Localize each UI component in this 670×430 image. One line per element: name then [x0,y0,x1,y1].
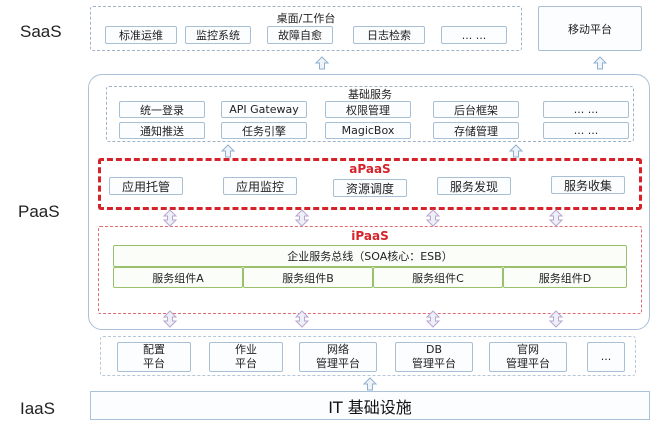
platform-box: 配置 平台 [117,342,191,372]
service-component: 服务组件A [113,267,243,288]
platform-box: 官网 管理平台 [489,342,567,372]
basic-service-item: API Gateway [221,101,307,118]
up-arrow-icon [315,56,329,70]
platform-label: DB [425,343,443,356]
platforms-group: 配置 平台 作业 平台 网络 管理平台 DB 管理平台 官网 管理平台 ... [100,336,636,376]
basic-service-item: 后台框架 [433,101,519,118]
basic-service-item: ... ... [543,101,629,118]
basic-services-group: 基础服务 统一登录 API Gateway 权限管理 后台框架 ... ... … [106,86,634,142]
apaas-item: 资源调度 [333,179,407,197]
ipaas-group: iPaaS 企业服务总线（SOA核心：ESB） 服务组件A 服务组件B 服务组件… [98,226,642,314]
double-arrow-icon [163,209,177,227]
apaas-title: aPaaS [349,162,391,176]
apaas-item: 服务发现 [437,177,511,195]
desktop-item: 标准运维 [105,26,177,44]
platform-box: DB 管理平台 [395,342,473,372]
double-arrow-icon [295,310,309,328]
service-component: 服务组件D [503,267,627,288]
desktop-item: 日志检索 [353,26,425,44]
apaas-group: aPaaS 应用托管 应用监控 资源调度 服务发现 服务收集 [98,158,642,210]
desktop-item: 故障自愈 [267,26,333,44]
double-arrow-icon [163,310,177,328]
layer-label-iaas: IaaS [20,399,55,418]
platform-label: 平台 [235,357,257,370]
double-arrow-icon [549,209,563,227]
double-arrow-icon [295,209,309,227]
platform-label: 管理平台 [412,357,456,370]
layer-label-paas: PaaS [18,202,60,221]
platform-label: 配置 [143,343,165,356]
ipaas-title: iPaaS [351,229,389,243]
apaas-item: 应用托管 [109,177,183,195]
paas-container [88,74,650,330]
basic-service-item: MagicBox [325,122,411,139]
desktop-item: ... ... [441,26,507,44]
basic-service-item: 统一登录 [119,101,205,118]
double-arrow-icon [426,310,440,328]
apaas-item: 应用监控 [223,177,297,195]
double-arrow-icon [426,209,440,227]
platform-label: 管理平台 [316,357,360,370]
platform-label: ... [600,350,612,363]
apaas-item: 服务收集 [551,176,625,194]
layer-label-saas: SaaS [20,22,62,41]
platform-label: 平台 [143,357,165,370]
platform-label: 网络 [327,343,349,356]
up-arrow-icon [221,144,235,158]
basic-service-item: 任务引擎 [221,122,307,139]
platform-box: ... [587,342,625,372]
service-component: 服务组件B [243,267,373,288]
desktop-item: 监控系统 [185,26,251,44]
basic-services-title: 基础服务 [348,88,392,101]
desktop-workbench-title: 桌面/工作台 [276,12,336,25]
platform-box: 网络 管理平台 [299,342,377,372]
up-arrow-icon [363,377,377,391]
up-arrow-icon [509,144,523,158]
esb-bus: 企业服务总线（SOA核心：ESB） [113,245,627,267]
up-arrow-icon [593,56,607,70]
basic-service-item: 通知推送 [119,122,205,139]
double-arrow-icon [549,310,563,328]
platform-box: 作业 平台 [209,342,283,372]
platform-label: 管理平台 [506,357,550,370]
it-infrastructure-bar: IT 基础设施 [90,391,650,420]
basic-service-item: 存储管理 [433,122,519,139]
service-component: 服务组件C [373,267,503,288]
basic-service-item: ... ... [543,122,629,139]
platform-label: 作业 [235,343,257,356]
mobile-platform-box: 移动平台 [538,6,642,51]
desktop-workbench-group: 桌面/工作台 标准运维 监控系统 故障自愈 日志检索 ... ... [90,6,522,51]
basic-service-item: 权限管理 [325,101,411,118]
platform-label: 官网 [517,343,539,356]
